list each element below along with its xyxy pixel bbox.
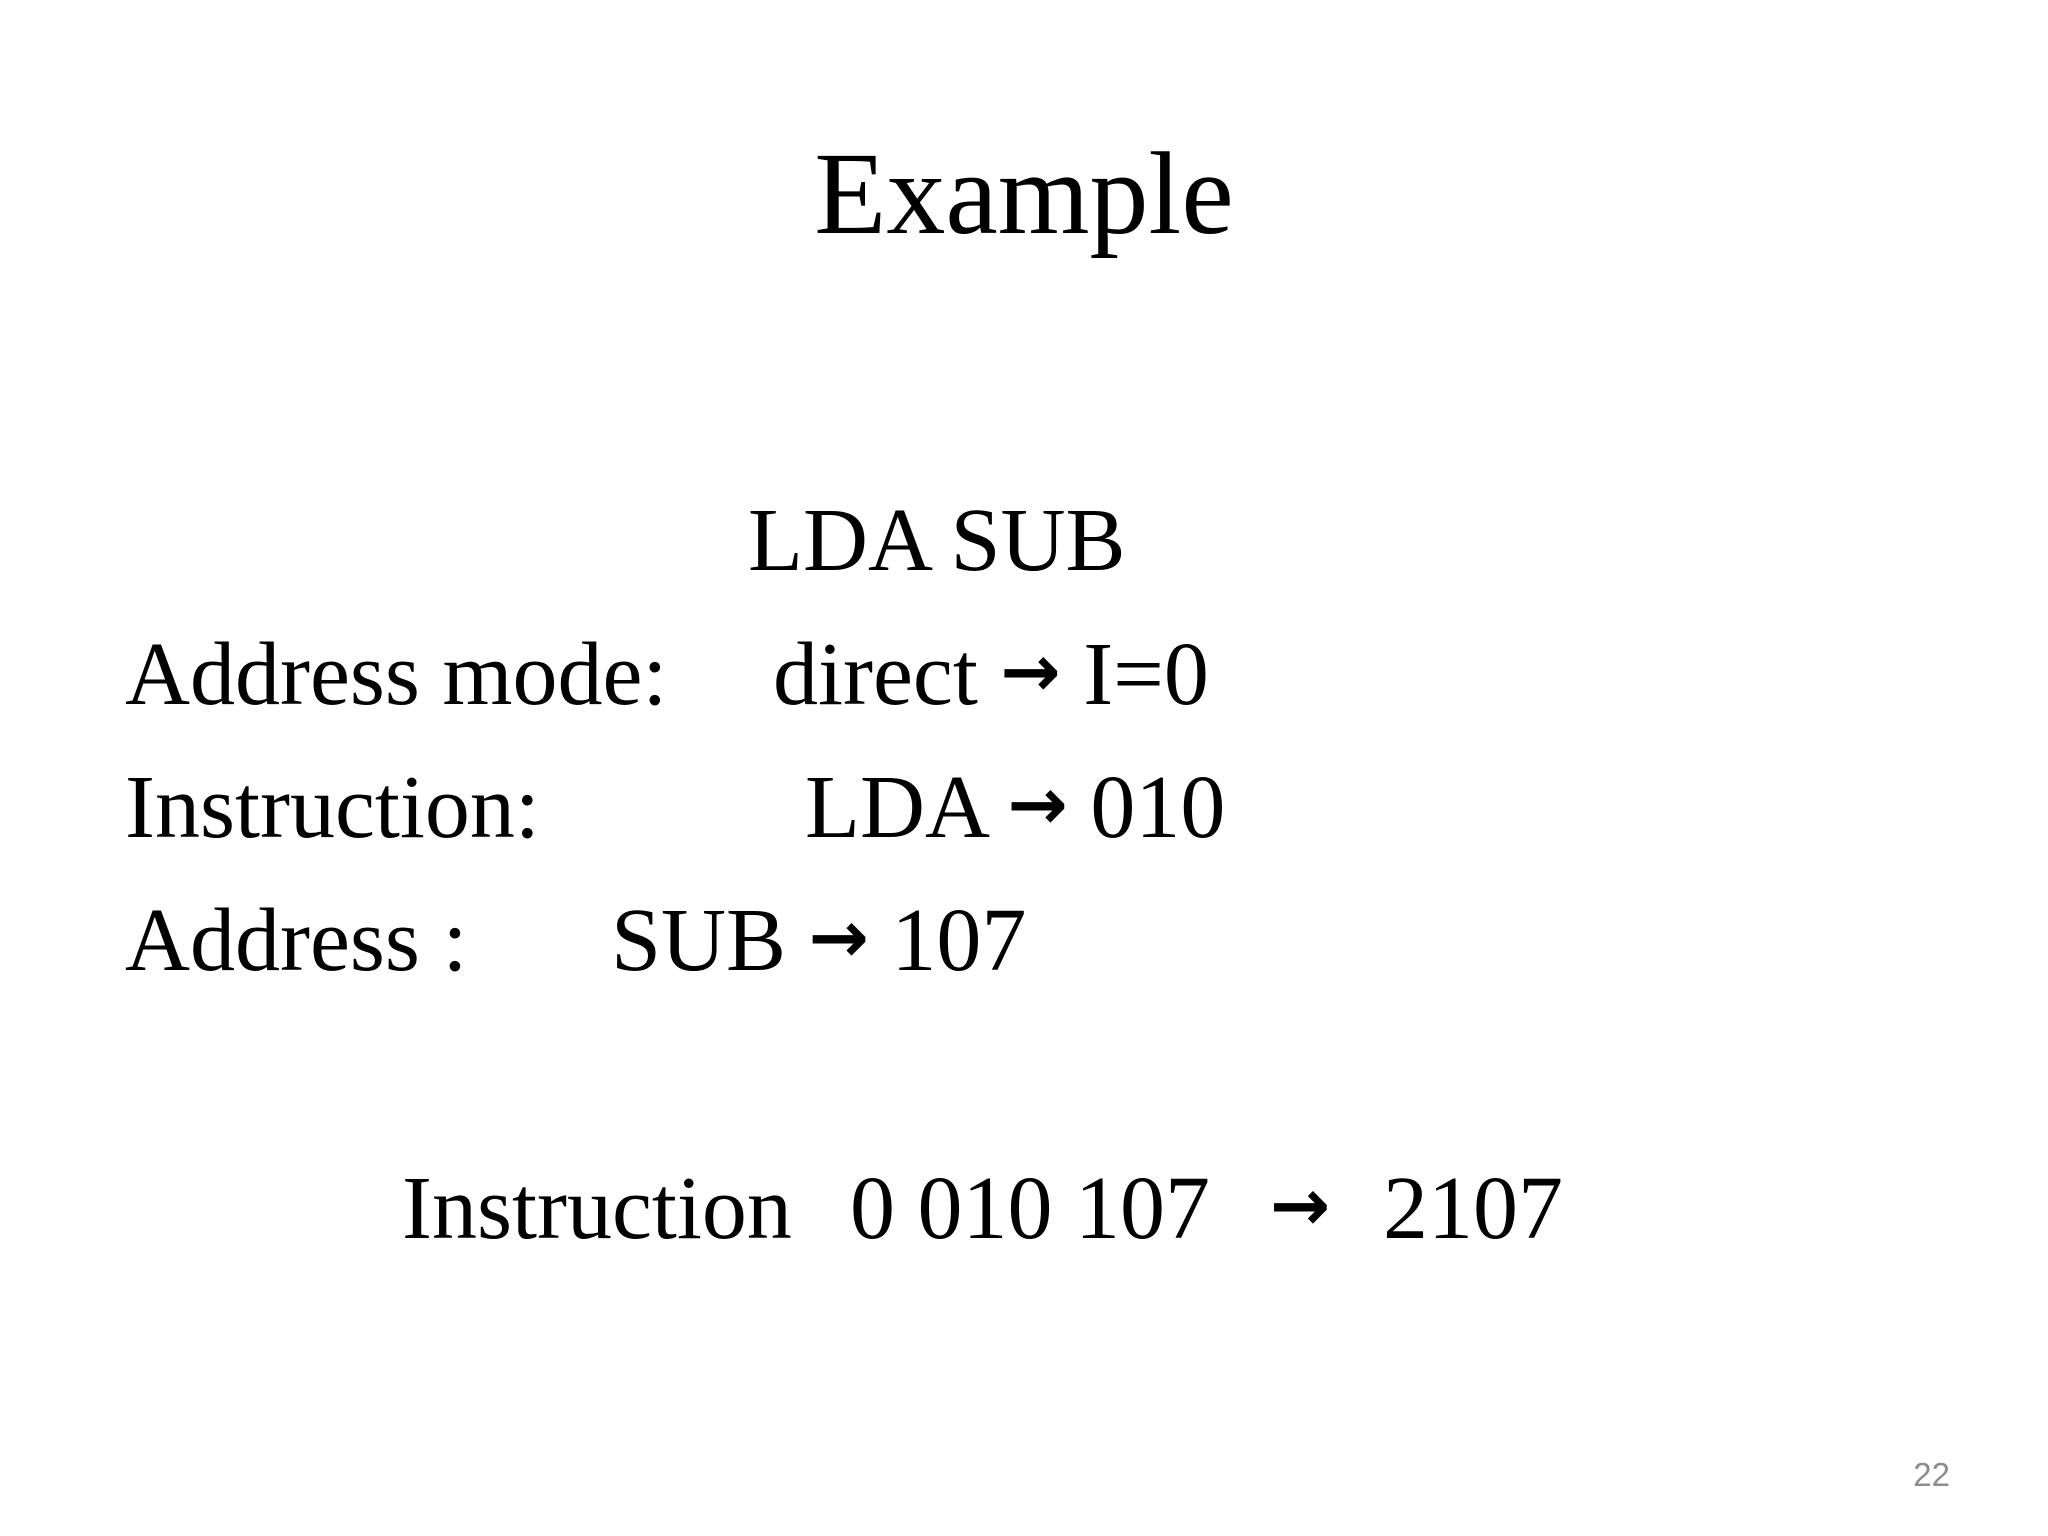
instruction-source: LDA bbox=[805, 758, 1008, 857]
address-mode-label: Address mode: bbox=[125, 625, 668, 724]
instruction-label: Instruction: bbox=[125, 758, 540, 857]
right-arrow-icon: → bbox=[808, 895, 869, 979]
instruction-result: 010 bbox=[1067, 758, 1226, 857]
address-source: SUB bbox=[611, 891, 809, 990]
right-arrow-icon: → bbox=[1270, 1163, 1331, 1247]
address-mode-result: I=0 bbox=[1060, 625, 1209, 724]
address-result: 107 bbox=[868, 891, 1027, 990]
address-mode-value: direct → I=0 bbox=[773, 630, 1209, 720]
summary-arrow: → bbox=[1270, 1164, 1330, 1254]
summary-hex-value: 2107 bbox=[1383, 1159, 1563, 1258]
address-mode-source: direct bbox=[773, 625, 1001, 724]
right-arrow-icon: → bbox=[1007, 762, 1068, 846]
instruction-mnemonic: LDA SUB bbox=[748, 491, 1126, 590]
slide-title: Example bbox=[814, 128, 1234, 259]
address-value: SUB → 107 bbox=[611, 896, 1026, 986]
page-number: 22 bbox=[1913, 1456, 1950, 1493]
right-arrow-icon: → bbox=[1000, 629, 1061, 713]
address-label: Address : bbox=[125, 891, 468, 990]
summary-label: Instruction bbox=[402, 1159, 792, 1258]
summary-binary-value: 0 010 107 bbox=[850, 1159, 1210, 1258]
instruction-value: LDA → 010 bbox=[805, 763, 1225, 853]
